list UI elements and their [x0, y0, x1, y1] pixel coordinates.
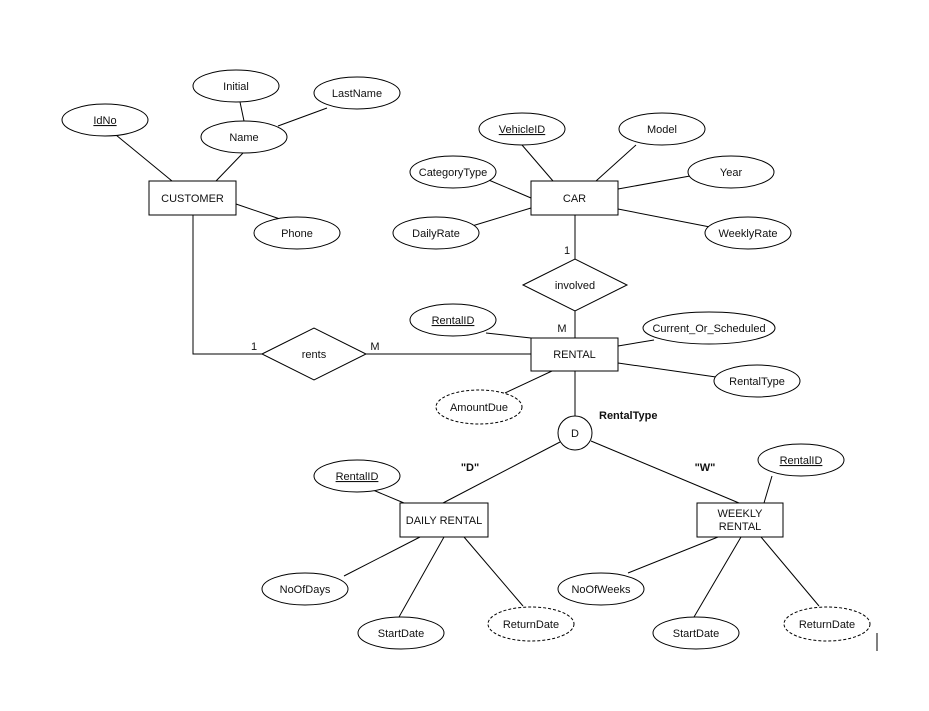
- attribute-name-label: Name: [229, 132, 258, 144]
- attribute-rentalid[interactable]: RentalID: [409, 303, 497, 337]
- attribute-model[interactable]: Model: [618, 112, 706, 146]
- specialization-daily-value: "D": [461, 462, 479, 474]
- line-customer-phone: [235, 203, 281, 220]
- line-customer-rents: [192, 215, 262, 355]
- cardinality-rents-rental: M: [370, 341, 379, 353]
- entity-weekly-rental-label-line1: WEEKLY: [717, 508, 763, 520]
- line-daily-noofdays: [343, 536, 421, 577]
- entity-car-label: CAR: [563, 193, 586, 205]
- cardinality-involved-car: 1: [564, 245, 570, 257]
- attribute-categorytype-label: CategoryType: [419, 167, 487, 179]
- attribute-daily-returndate[interactable]: ReturnDate: [487, 606, 575, 642]
- line-model-car: [595, 144, 637, 182]
- attribute-lastname[interactable]: LastName: [313, 76, 401, 110]
- attribute-weeklyrate[interactable]: WeeklyRate: [704, 216, 792, 250]
- attribute-weekly-rentalid-label: RentalID: [780, 455, 823, 467]
- entity-weekly-rental-label-line2: RENTAL: [719, 521, 762, 533]
- attribute-categorytype[interactable]: CategoryType: [409, 155, 497, 189]
- attribute-daily-rentalid[interactable]: RentalID: [313, 459, 401, 493]
- line-amountdue-rental: [504, 370, 553, 394]
- line-year-car: [617, 175, 691, 190]
- line-weeklyrate-car: [617, 208, 711, 228]
- attribute-daily-rentalid-label: RentalID: [336, 471, 379, 483]
- attribute-dailyrate-label: DailyRate: [412, 228, 460, 240]
- attribute-initial-label: Initial: [223, 81, 249, 93]
- attribute-daily-startdate[interactable]: StartDate: [357, 616, 445, 650]
- attribute-weekly-rentalid[interactable]: RentalID: [757, 443, 845, 477]
- cardinality-involved-rental: M: [557, 323, 566, 335]
- attribute-idno-label: IdNo: [93, 115, 116, 127]
- attribute-rentaltype-label: RentalType: [729, 376, 785, 388]
- attribute-amountdue[interactable]: AmountDue: [435, 389, 523, 425]
- attribute-daily-returndate-label: ReturnDate: [503, 619, 559, 631]
- attribute-amountdue-label: AmountDue: [450, 402, 508, 414]
- attribute-current-or-scheduled-label: Current_Or_Scheduled: [652, 323, 765, 335]
- connector-lines: [115, 101, 820, 618]
- line-weekly-noofweeks: [627, 536, 719, 574]
- entity-rental[interactable]: RENTAL: [530, 337, 619, 372]
- entity-car[interactable]: CAR: [530, 180, 619, 216]
- specialization-disjoint-circle[interactable]: D: [557, 415, 593, 451]
- attribute-rentalid-label: RentalID: [432, 315, 475, 327]
- specialization-symbol: D: [571, 428, 579, 440]
- attribute-noofdays[interactable]: NoOfDays: [261, 572, 349, 606]
- relationship-rents[interactable]: rents: [260, 327, 368, 381]
- attribute-lastname-label: LastName: [332, 88, 382, 100]
- line-disjoint-weekly: [590, 440, 740, 504]
- line-idno-customer: [115, 134, 173, 182]
- attribute-dailyrate[interactable]: DailyRate: [392, 216, 480, 250]
- attribute-rentaltype[interactable]: RentalType: [713, 364, 801, 398]
- line-disjoint-daily: [442, 441, 561, 504]
- line-weekly-startdate: [693, 536, 742, 618]
- relationship-involved-label: involved: [555, 280, 595, 292]
- line-categorytype-car: [483, 177, 532, 199]
- line-daily-rentalid: [372, 489, 405, 504]
- attribute-weekly-returndate-label: ReturnDate: [799, 619, 855, 631]
- line-weekly-returndate: [760, 536, 820, 607]
- entity-customer-label: CUSTOMER: [161, 193, 224, 205]
- specialization-discriminator: RentalType: [599, 410, 657, 422]
- attribute-idno[interactable]: IdNo: [61, 103, 149, 137]
- attribute-noofweeks[interactable]: NoOfWeeks: [557, 572, 645, 606]
- line-daily-startdate: [398, 536, 445, 618]
- attribute-year-label: Year: [720, 167, 743, 179]
- attribute-noofdays-label: NoOfDays: [280, 584, 331, 596]
- line-rentaltype-rental: [617, 362, 717, 378]
- attribute-phone[interactable]: Phone: [253, 216, 341, 250]
- attribute-phone-label: Phone: [281, 228, 313, 240]
- entity-customer[interactable]: CUSTOMER: [148, 180, 237, 216]
- relationship-rents-label: rents: [302, 349, 327, 361]
- line-lastname-name: [277, 107, 328, 127]
- cardinality-rents-customer: 1: [251, 341, 257, 353]
- line-initial-name: [239, 101, 245, 122]
- line-daily-returndate: [463, 536, 524, 607]
- attribute-weekly-returndate[interactable]: ReturnDate: [783, 606, 871, 642]
- specialization-weekly-value: "W": [695, 462, 716, 474]
- entity-weekly-rental[interactable]: WEEKLY RENTAL: [696, 502, 784, 538]
- relationship-involved[interactable]: involved: [521, 258, 629, 312]
- line-name-customer: [215, 152, 244, 182]
- line-rentalid-rental: [485, 332, 532, 339]
- attribute-noofweeks-label: NoOfWeeks: [571, 584, 631, 596]
- attribute-model-label: Model: [647, 124, 677, 136]
- line-current-rental: [617, 339, 655, 347]
- entity-daily-rental[interactable]: DAILY RENTAL: [399, 502, 489, 538]
- attribute-current-or-scheduled[interactable]: Current_Or_Scheduled: [642, 311, 776, 345]
- attribute-year[interactable]: Year: [687, 155, 775, 189]
- attribute-daily-startdate-label: StartDate: [378, 628, 424, 640]
- entity-daily-rental-label: DAILY RENTAL: [406, 515, 482, 527]
- attribute-name[interactable]: Name: [200, 120, 288, 154]
- attribute-vehicleid-label: VehicleID: [499, 124, 546, 136]
- attribute-vehicleid[interactable]: VehicleID: [478, 112, 566, 146]
- entity-rental-label: RENTAL: [553, 349, 596, 361]
- line-vehicleid-car: [521, 144, 554, 182]
- attribute-weekly-startdate-label: StartDate: [673, 628, 719, 640]
- line-weekly-rentalid: [763, 475, 773, 504]
- line-dailyrate-car: [471, 207, 532, 227]
- attribute-weekly-startdate[interactable]: StartDate: [652, 616, 740, 650]
- attribute-initial[interactable]: Initial: [192, 69, 280, 103]
- attribute-weeklyrate-label: WeeklyRate: [718, 228, 777, 240]
